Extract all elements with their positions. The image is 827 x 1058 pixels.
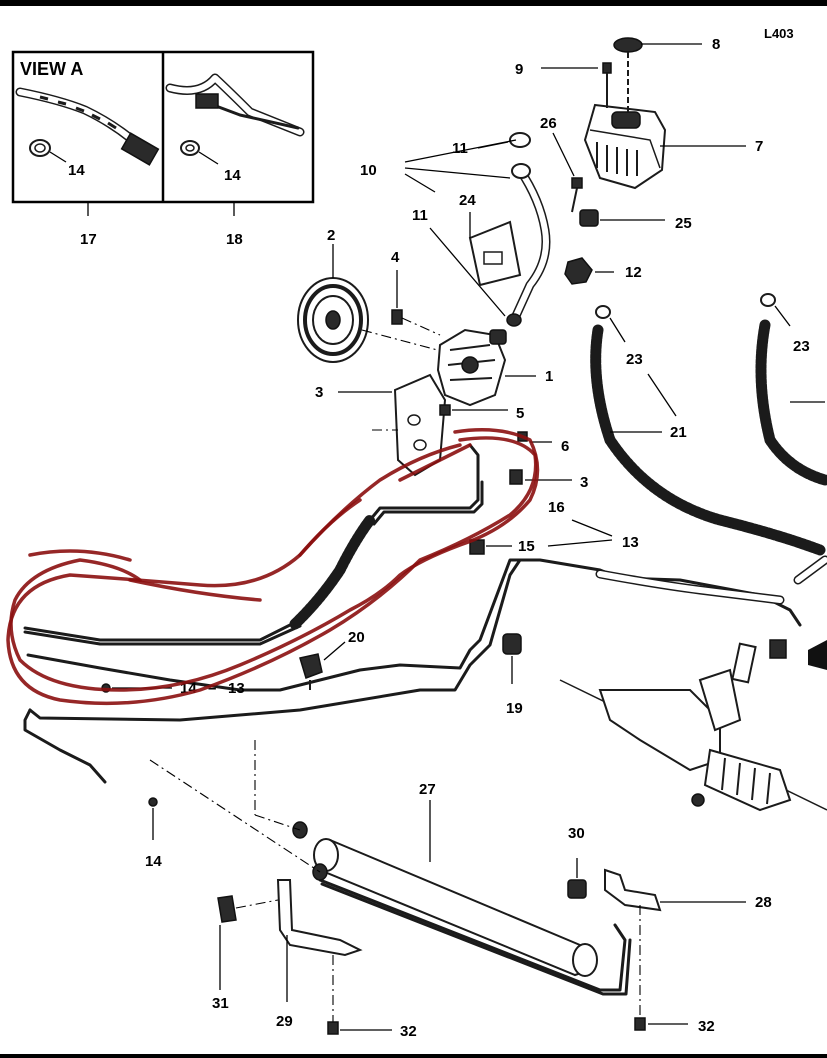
label-7: 7 (755, 138, 763, 155)
clamp-11-top (509, 132, 531, 148)
steering-rack (559, 639, 827, 812)
clamp-23-left (595, 305, 611, 319)
label-18: 18 (226, 231, 243, 248)
label-11-top: 11 (452, 140, 468, 157)
label-26: 26 (540, 115, 557, 132)
label-14-13-sep: – (208, 680, 216, 697)
label-14-13-b: 13 (228, 680, 245, 697)
cooler-27 (292, 821, 632, 996)
inset-right-fitting (195, 93, 219, 109)
clip-31 (217, 895, 237, 923)
label-31: 31 (212, 995, 229, 1012)
clip-20 (299, 653, 323, 679)
label-20: 20 (348, 629, 365, 646)
nut-12 (564, 257, 593, 285)
label-23-right: 23 (793, 338, 810, 355)
label-3-right: 3 (580, 474, 588, 491)
bolt-32-right (634, 1017, 646, 1031)
label-32-right: 32 (698, 1018, 715, 1035)
label-13-right: 13 (622, 534, 639, 551)
label-4: 4 (391, 249, 400, 266)
label-6: 6 (561, 438, 569, 455)
nut-25 (579, 209, 599, 227)
bolt-4 (391, 309, 403, 325)
reservoir-assembly (583, 37, 667, 190)
label-27: 27 (419, 781, 436, 798)
pump-1 (436, 328, 507, 407)
bolt-26 (571, 177, 583, 189)
label-16: 16 (548, 499, 565, 516)
return-line-16 (23, 558, 802, 784)
label-30: 30 (568, 825, 585, 842)
bolt-5 (439, 404, 451, 416)
reservoir (583, 103, 667, 190)
label-1: 1 (545, 368, 553, 385)
reservoir-hose-10 (506, 132, 551, 327)
label-10: 10 (360, 162, 377, 179)
view-a-inset: VIEW A 14 14 (11, 50, 315, 204)
label-25: 25 (675, 215, 692, 232)
inset-right-part-label: 14 (224, 167, 241, 184)
red-annotation-outline (6, 428, 540, 706)
hose-21 (590, 319, 827, 585)
label-2: 2 (327, 227, 335, 244)
label-12: 12 (625, 264, 642, 281)
label-9: 9 (515, 61, 523, 78)
bolt-32-left (327, 1021, 339, 1035)
reservoir-cap (613, 37, 643, 53)
label-14: 14 (145, 853, 162, 870)
diagram-code: L403 (764, 26, 794, 41)
label-32-left: 32 (400, 1023, 417, 1040)
grommet-19 (502, 633, 522, 655)
label-11-mid: 11 (412, 207, 428, 224)
top-border (0, 0, 827, 6)
label-5: 5 (516, 405, 524, 422)
label-8: 8 (712, 36, 720, 53)
inset-left-part-label: 14 (68, 162, 85, 179)
label-15: 15 (518, 538, 535, 555)
label-24: 24 (459, 192, 476, 209)
pulley-2 (297, 277, 369, 363)
label-23-left: 23 (626, 351, 643, 368)
bracket-28 (604, 868, 662, 912)
bolt-9 (602, 62, 612, 74)
label-28: 28 (755, 894, 772, 911)
nut-30 (567, 879, 587, 899)
bottom-border (0, 1054, 827, 1058)
high-pressure-line-13 (23, 443, 484, 646)
label-29: 29 (276, 1013, 293, 1030)
rack-boot (703, 748, 792, 812)
inset-left-fitting (120, 132, 160, 166)
label-17: 17 (80, 231, 97, 248)
clamp-23-right (760, 293, 776, 307)
label-3-left: 3 (315, 384, 323, 401)
bracket-29 (276, 879, 363, 957)
view-a-title: VIEW A (20, 59, 83, 79)
label-19: 19 (506, 700, 523, 717)
label-21: 21 (670, 424, 687, 441)
